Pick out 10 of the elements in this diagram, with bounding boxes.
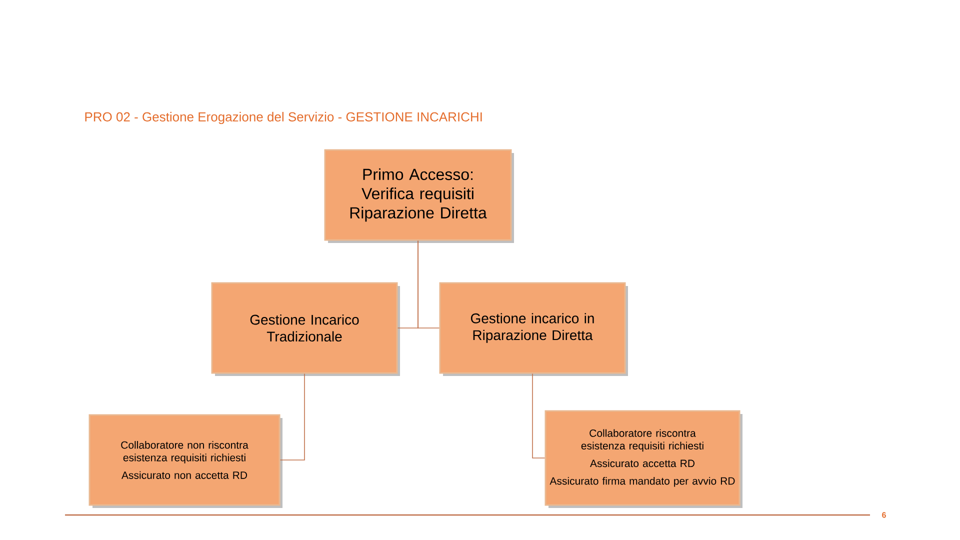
- title: PRO 02 - Gestione Erogazione del Servizio - GESTIONE INCARICHI: [85, 112, 482, 124]
- process-box: Gestione incarico in Riparazione Diretta: [439, 282, 628, 376]
- connector-line: [532, 373, 546, 458]
- page-number: 6: [882, 512, 886, 518]
- process-box: Collaboratore non riscontra esistenza requisiti richiesti Assicurato non accetta RD: [88, 414, 282, 508]
- connector-line: [418, 240, 440, 328]
- process-box: Primo Accesso: Verifica requisiti Riparazione Diretta: [324, 149, 514, 243]
- connector-line: [280, 373, 305, 460]
- process-box: Collaboratore riscontra esistenza requisiti richiesti Assicurato accetta RD Assicurato firma mandato per avvio RD: [544, 410, 742, 508]
- process-box: Gestione Incarico Tradizionale: [211, 282, 400, 376]
